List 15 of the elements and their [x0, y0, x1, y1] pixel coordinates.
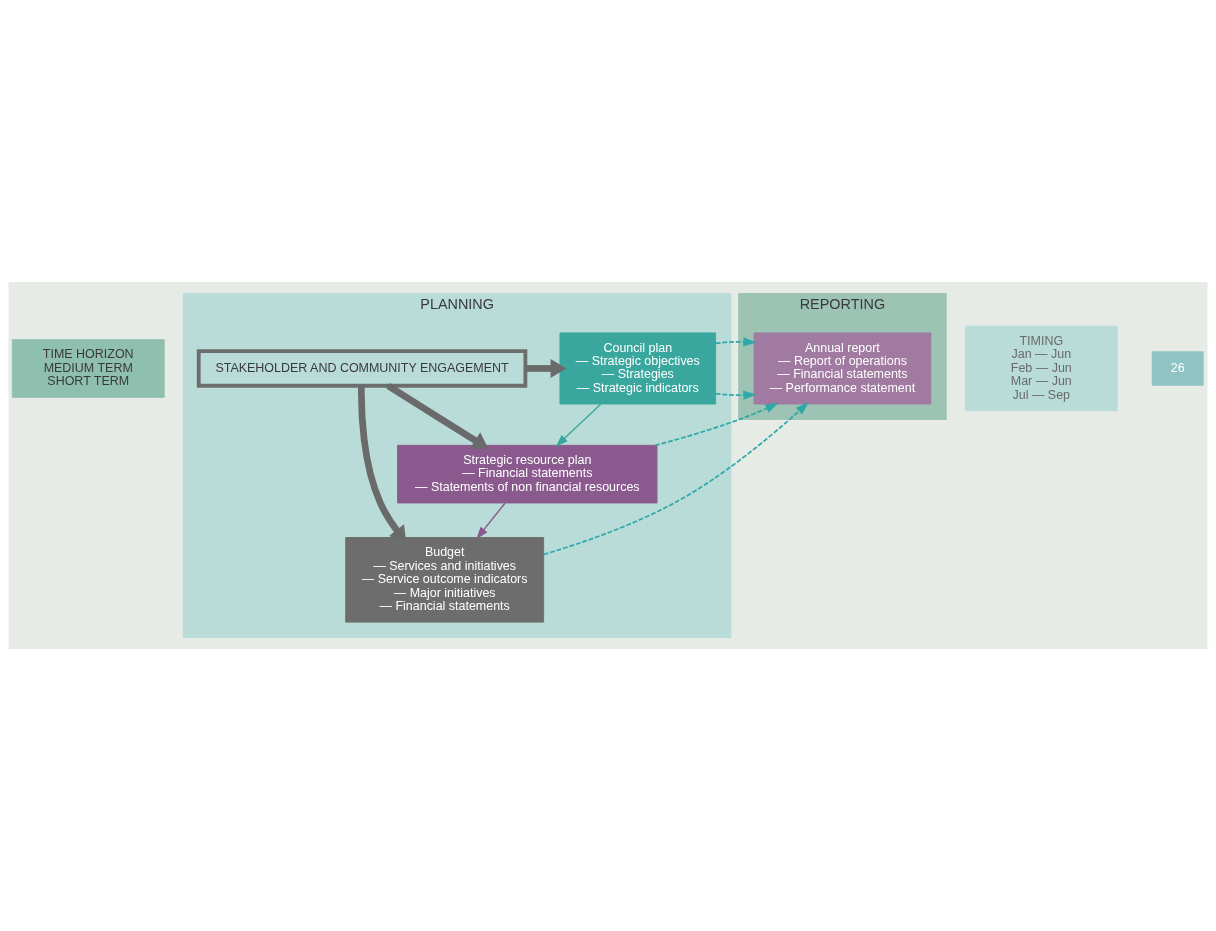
arrow — [476, 502, 506, 540]
node-box: Annual report — Report of operations — Financial statements — Performance statement — [753, 332, 932, 405]
arrow — [555, 403, 602, 447]
label: 26 — [1170, 360, 1185, 375]
arrow — [714, 337, 757, 400]
node-box: TIMING Jan — Jun Feb — Jun Mar — Jun Jul — Sep — [964, 325, 1118, 412]
node-box: Council plan — Strategic objectives — Strategies — Strategic indicators — [559, 332, 717, 405]
arrow — [525, 358, 567, 378]
node-box: STAKEHOLDER AND COMMUNITY ENGAGEMENT — [196, 349, 528, 388]
node-box: Strategic resource plan — Financial statements — Statements of non financial resources — [397, 444, 658, 504]
node-box: Budget — Services and initiatives — Service outcome indicators — Major initiatives — Financial statements — [345, 537, 545, 623]
node-box: TIME HORIZON MEDIUM TERM SHORT TERM — [11, 339, 165, 398]
arrow — [654, 403, 779, 447]
arrow — [386, 383, 489, 449]
arrow — [543, 402, 809, 556]
